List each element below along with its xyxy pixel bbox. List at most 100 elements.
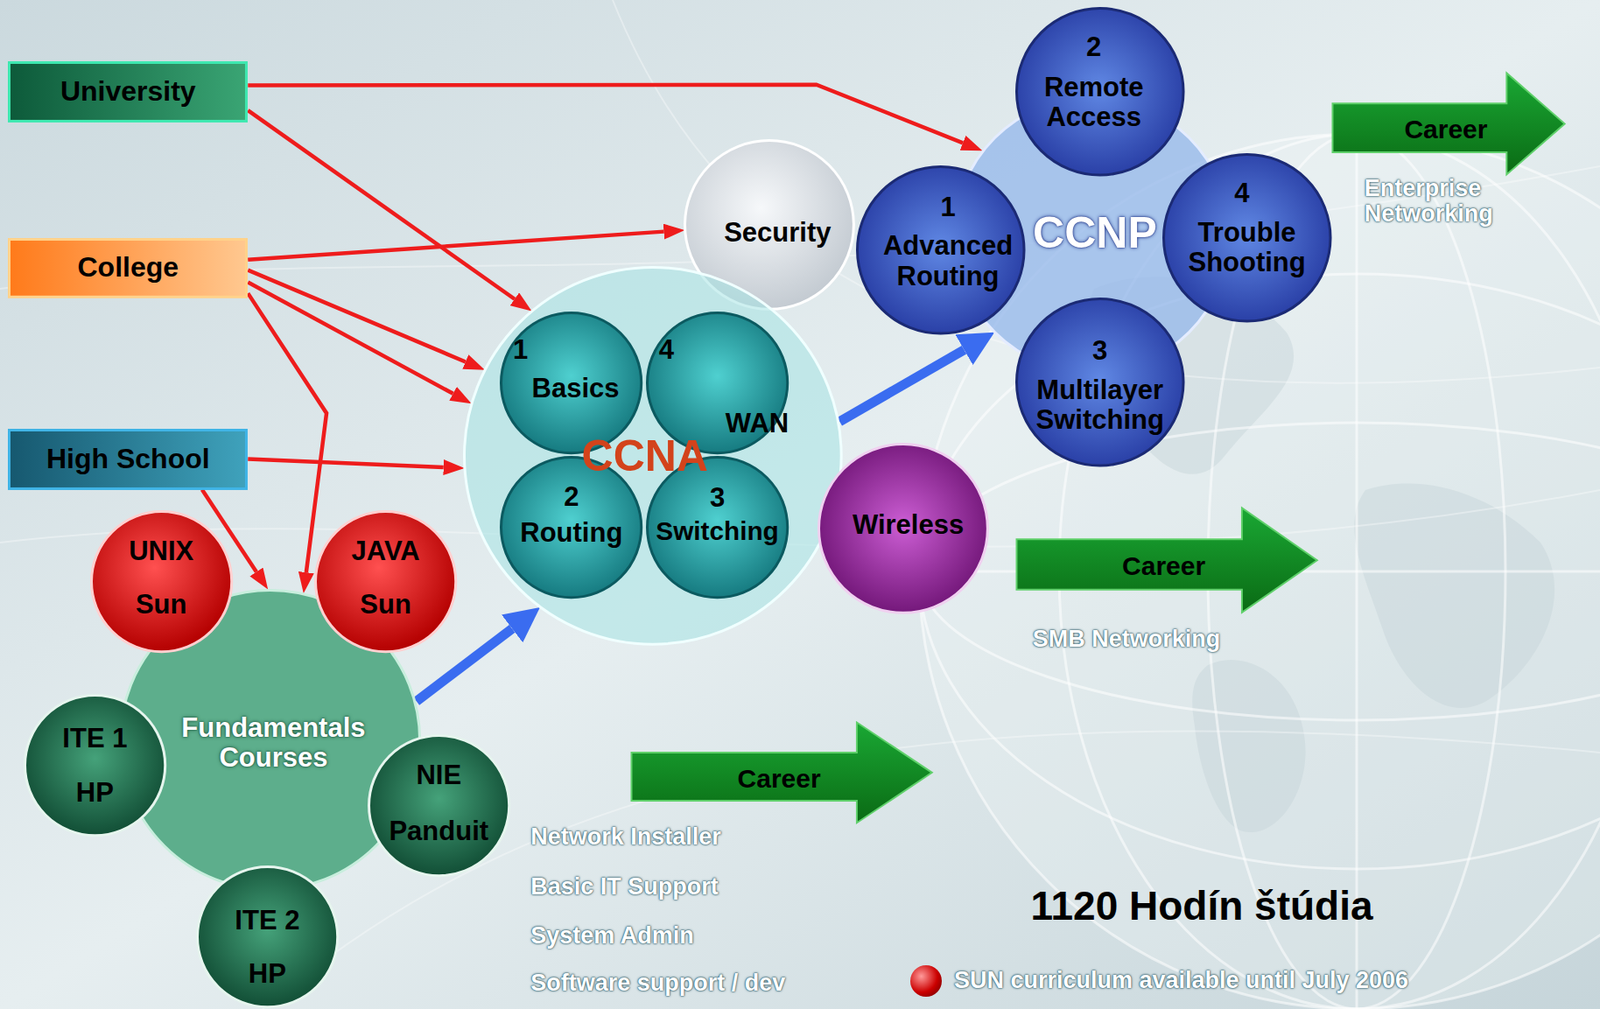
circle-outline — [368, 736, 509, 877]
node-label: Career — [737, 763, 822, 793]
box-outline — [9, 429, 247, 489]
callout-number: 2 — [563, 482, 579, 513]
course-circle: UNIX Sun — [90, 510, 233, 653]
circle-shape — [90, 510, 233, 653]
career-caption: Software support / dev — [530, 970, 786, 997]
callout-number: 3 — [709, 483, 725, 513]
vendor-label: HP — [76, 778, 114, 808]
course-circle: JAVA Sun — [314, 510, 457, 653]
career-arrow: Career — [630, 721, 934, 825]
callout-number: 2 — [1086, 32, 1102, 63]
course-group-circle: Fundamentals CoursesUNIXSunJAVASunITE 1H… — [119, 589, 422, 892]
node-label: Career — [1403, 113, 1488, 143]
career-arrow: Career — [1015, 506, 1319, 614]
career-caption: Network Installer — [530, 824, 722, 851]
certification-circle: CCNA 1Basics 4WAN 2Routing 3Switching — [463, 266, 843, 646]
course-circle: 4Trouble Shooting — [1162, 153, 1333, 323]
entry-arrow — [247, 293, 327, 573]
node-label: Trouble Shooting — [1187, 217, 1306, 278]
career-arrow: Career — [1331, 71, 1566, 176]
certification-title: CCNP — [1032, 208, 1158, 257]
circle-outline — [196, 866, 337, 1007]
course-circle: 2Remote Access — [1015, 7, 1186, 177]
circle-outline — [501, 312, 642, 453]
vendor-label: Sun — [135, 589, 188, 620]
entry-arrow — [247, 270, 466, 363]
circle-outline — [501, 457, 642, 598]
circle-outline — [315, 511, 457, 652]
callout-number: 1 — [512, 335, 528, 365]
entry-box: College — [7, 238, 248, 299]
circle-shape — [23, 694, 167, 837]
callout-number: 4 — [659, 335, 674, 365]
circle-outline — [464, 267, 843, 646]
box-outline — [9, 238, 247, 297]
group-title: Fundamentals Courses — [181, 713, 365, 773]
entry-arrow — [247, 231, 664, 260]
course-circle: Wireless — [817, 442, 990, 615]
node-label: Multilayer Switching — [1036, 375, 1165, 436]
course-circle: NIE Panduit — [367, 734, 511, 878]
meridian — [1355, 133, 1359, 1009]
node-label: JAVA — [351, 535, 421, 566]
parallel — [919, 422, 1600, 721]
callout-number: 3 — [1092, 336, 1108, 366]
node-label: Switching — [655, 517, 779, 547]
career-caption: SMB Networking — [1032, 626, 1222, 653]
node-label: High School — [46, 443, 211, 475]
arrow-outline — [1333, 72, 1565, 175]
vendor-label: Panduit — [388, 816, 489, 847]
node-label: UNIX — [128, 535, 194, 566]
legend-entry: SUN curriculum available until July 2006 — [910, 965, 1409, 997]
entry-arrow — [247, 110, 515, 300]
circle-outline — [91, 511, 232, 652]
circle-outline — [24, 694, 165, 836]
node-label: Basics — [532, 373, 620, 404]
arrow-outline — [1016, 508, 1317, 613]
node-label: ITE 1 — [62, 723, 127, 754]
entry-arrow — [247, 459, 443, 468]
certification-circle: CCNP2Remote Access1Advanced Routing4Trou… — [953, 96, 1231, 374]
node-label: University — [60, 76, 197, 107]
node-label: Security — [723, 217, 831, 248]
entry-box: University — [7, 61, 248, 123]
circle-outline — [646, 457, 787, 598]
circle-outline — [1016, 8, 1184, 176]
parallel — [919, 273, 1600, 870]
node-label: Routing — [519, 517, 623, 548]
node-label: WAN — [725, 408, 789, 439]
arrow-outline — [631, 722, 933, 824]
course-circle: 1Advanced Routing — [856, 165, 1026, 336]
progression-arrow — [416, 628, 513, 702]
circle-shape — [314, 510, 457, 653]
progression-arrow — [839, 350, 964, 422]
course-circle: ITE 2 HP — [196, 865, 339, 1009]
node-label: College — [77, 252, 179, 283]
node-label: Remote Access — [1044, 71, 1144, 132]
circle-outline — [1163, 154, 1331, 322]
node-label: ITE 2 — [234, 905, 300, 936]
study-hours: 1120 Hodín štúdia — [1030, 884, 1373, 929]
node-label: Wireless — [852, 510, 964, 541]
legend-text: SUN curriculum available until July 2006 — [954, 968, 1409, 995]
career-caption: Basic IT Support — [530, 874, 719, 901]
career-caption: System Admin — [530, 923, 695, 950]
certification-title: CCNA — [582, 432, 709, 481]
box-outline — [9, 62, 247, 121]
legend-dot — [910, 965, 942, 997]
callout-number: 1 — [940, 192, 955, 223]
entry-box: High School — [7, 428, 248, 491]
node-label: NIE — [415, 760, 462, 791]
vendor-label: Sun — [359, 589, 412, 620]
circle-outline — [1016, 299, 1184, 467]
vendor-label: HP — [248, 959, 287, 990]
course-circle: ITE 1 HP — [23, 694, 167, 837]
career-caption: Enterprise Networking — [1364, 175, 1494, 228]
course-circle: 3Multilayer Switching — [1015, 297, 1186, 468]
circle-outline — [818, 443, 988, 613]
node-label: Advanced Routing — [883, 231, 1013, 291]
entry-arrow — [247, 84, 963, 144]
circle-shape — [367, 734, 511, 878]
circle-outline — [857, 166, 1025, 334]
